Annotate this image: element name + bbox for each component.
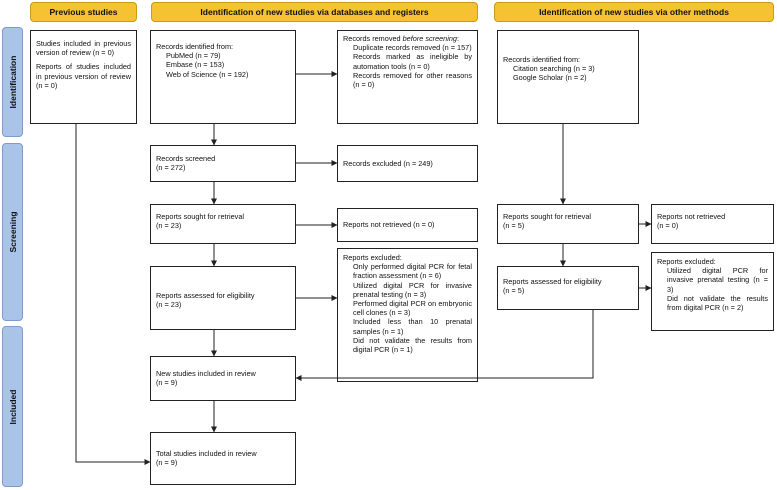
other-reports-excluded-box: Reports excluded: Utilized digital PCR f… (651, 252, 774, 331)
db-removed-item: Records removed for other reasons (n = 0… (353, 70, 472, 90)
db-identified-item: PubMed (n = 79) (166, 51, 221, 61)
phase-included-label: Included (2, 326, 23, 487)
db-removed-item: Records marked as ineligible by automati… (353, 52, 472, 71)
db-not-retrieved-text: Reports not retrieved (n = 0) (343, 220, 435, 230)
other-identified-title: Records identified from: (503, 55, 581, 64)
db-records-excluded-box: Records excluded (n = 249) (337, 145, 478, 182)
total-included-line2: (n = 9) (156, 458, 178, 468)
db-assessed-line1: Reports assessed for eligibility (156, 291, 255, 300)
previous-studies-box: Studies included in previous version of … (30, 30, 137, 124)
db-assessed-line2: (n = 23) (156, 300, 182, 310)
other-not-retrieved-line2: (n = 0) (657, 221, 679, 231)
phase-screening-label: Screening (2, 143, 23, 321)
db-records-identified-box: Records identified from: PubMed (n = 79)… (150, 30, 296, 124)
other-reports-not-retrieved-box: Reports not retrieved (n = 0) (651, 204, 774, 244)
db-reports-sought-box: Reports sought for retrieval (n = 23) (150, 204, 296, 244)
db-reports-not-retrieved-box: Reports not retrieved (n = 0) (337, 208, 478, 242)
previous-reports-included: Reports of studies included in previous … (36, 62, 131, 90)
db-removed-item: Duplicate records removed (n = 157) (353, 43, 472, 53)
db-records-screened-box: Records screened (n = 272) (150, 145, 296, 182)
other-not-retrieved-line1: Reports not retrieved (657, 212, 726, 221)
other-excluded-title: Reports excluded: (657, 257, 716, 266)
db-excluded-item: Utilized digital PCR for invasive prenat… (353, 280, 472, 299)
other-sought-line1: Reports sought for retrieval (503, 212, 592, 221)
new-included-line1: New studies included in review (156, 369, 256, 378)
other-excluded-item: Utilized digital PCR for invasive prenat… (667, 266, 768, 294)
db-identified-title: Records identified from: (156, 42, 234, 51)
new-included-line2: (n = 9) (156, 378, 178, 388)
other-reports-sought-box: Reports sought for retrieval (n = 5) (497, 204, 639, 244)
db-screened-line1: Records screened (156, 154, 216, 163)
other-reports-assessed-box: Reports assessed for eligibility (n = 5) (497, 266, 639, 310)
db-screened-line2: (n = 272) (156, 163, 186, 173)
other-records-identified-box: Records identified from: Citation search… (497, 30, 639, 124)
db-identified-item: Embase (n = 153) (166, 60, 225, 70)
db-excluded-item: Included less than 10 prenatal samples (… (353, 317, 472, 336)
db-sought-line2: (n = 23) (156, 221, 182, 231)
db-reports-excluded-box: Reports excluded: Only performed digital… (337, 248, 478, 382)
db-removed-title-suffix: : (456, 34, 460, 43)
other-identified-item: Citation searching (n = 3) (513, 64, 595, 74)
phase-identification-label: Identification (2, 27, 23, 137)
db-removed-title: Records removed before screening: (343, 34, 472, 43)
connector-previous-to-total (75, 124, 151, 465)
other-assessed-line2: (n = 5) (503, 286, 525, 296)
db-removed-title-prefix: Records removed (343, 34, 403, 43)
header-other-methods: Identification of new studies via other … (494, 2, 774, 22)
header-previous-studies: Previous studies (30, 2, 137, 22)
other-assessed-line1: Reports assessed for eligibility (503, 277, 602, 286)
db-excluded-title: Reports excluded: (343, 253, 402, 262)
connector-other-assessed-to-new-included (295, 310, 594, 381)
db-excluded-item: Only performed digital PCR for fetal fra… (353, 262, 472, 281)
db-sought-line1: Reports sought for retrieval (156, 212, 245, 221)
db-identified-item: Web of Science (n = 192) (166, 69, 249, 79)
total-included-line1: Total studies included in review (156, 449, 257, 458)
db-excluded-item: Did not validate the results from digita… (353, 335, 472, 355)
header-databases-registers: Identification of new studies via databa… (151, 2, 478, 22)
db-removed-title-em: before screening (402, 34, 457, 43)
db-records-removed-box: Records removed before screening: Duplic… (337, 30, 478, 124)
total-studies-included-box: Total studies included in review (n = 9) (150, 432, 296, 485)
other-identified-item: Google Scholar (n = 2) (513, 73, 587, 83)
db-excluded-text: Records excluded (n = 249) (343, 158, 433, 168)
other-excluded-item: Did not validate the results from digita… (667, 293, 768, 313)
new-studies-included-box: New studies included in review (n = 9) (150, 356, 296, 401)
db-excluded-item: Performed digital PCR on embryonic cell … (353, 299, 472, 318)
previous-studies-included: Studies included in previous version of … (36, 39, 131, 58)
other-sought-line2: (n = 5) (503, 221, 525, 231)
db-reports-assessed-box: Reports assessed for eligibility (n = 23… (150, 266, 296, 330)
